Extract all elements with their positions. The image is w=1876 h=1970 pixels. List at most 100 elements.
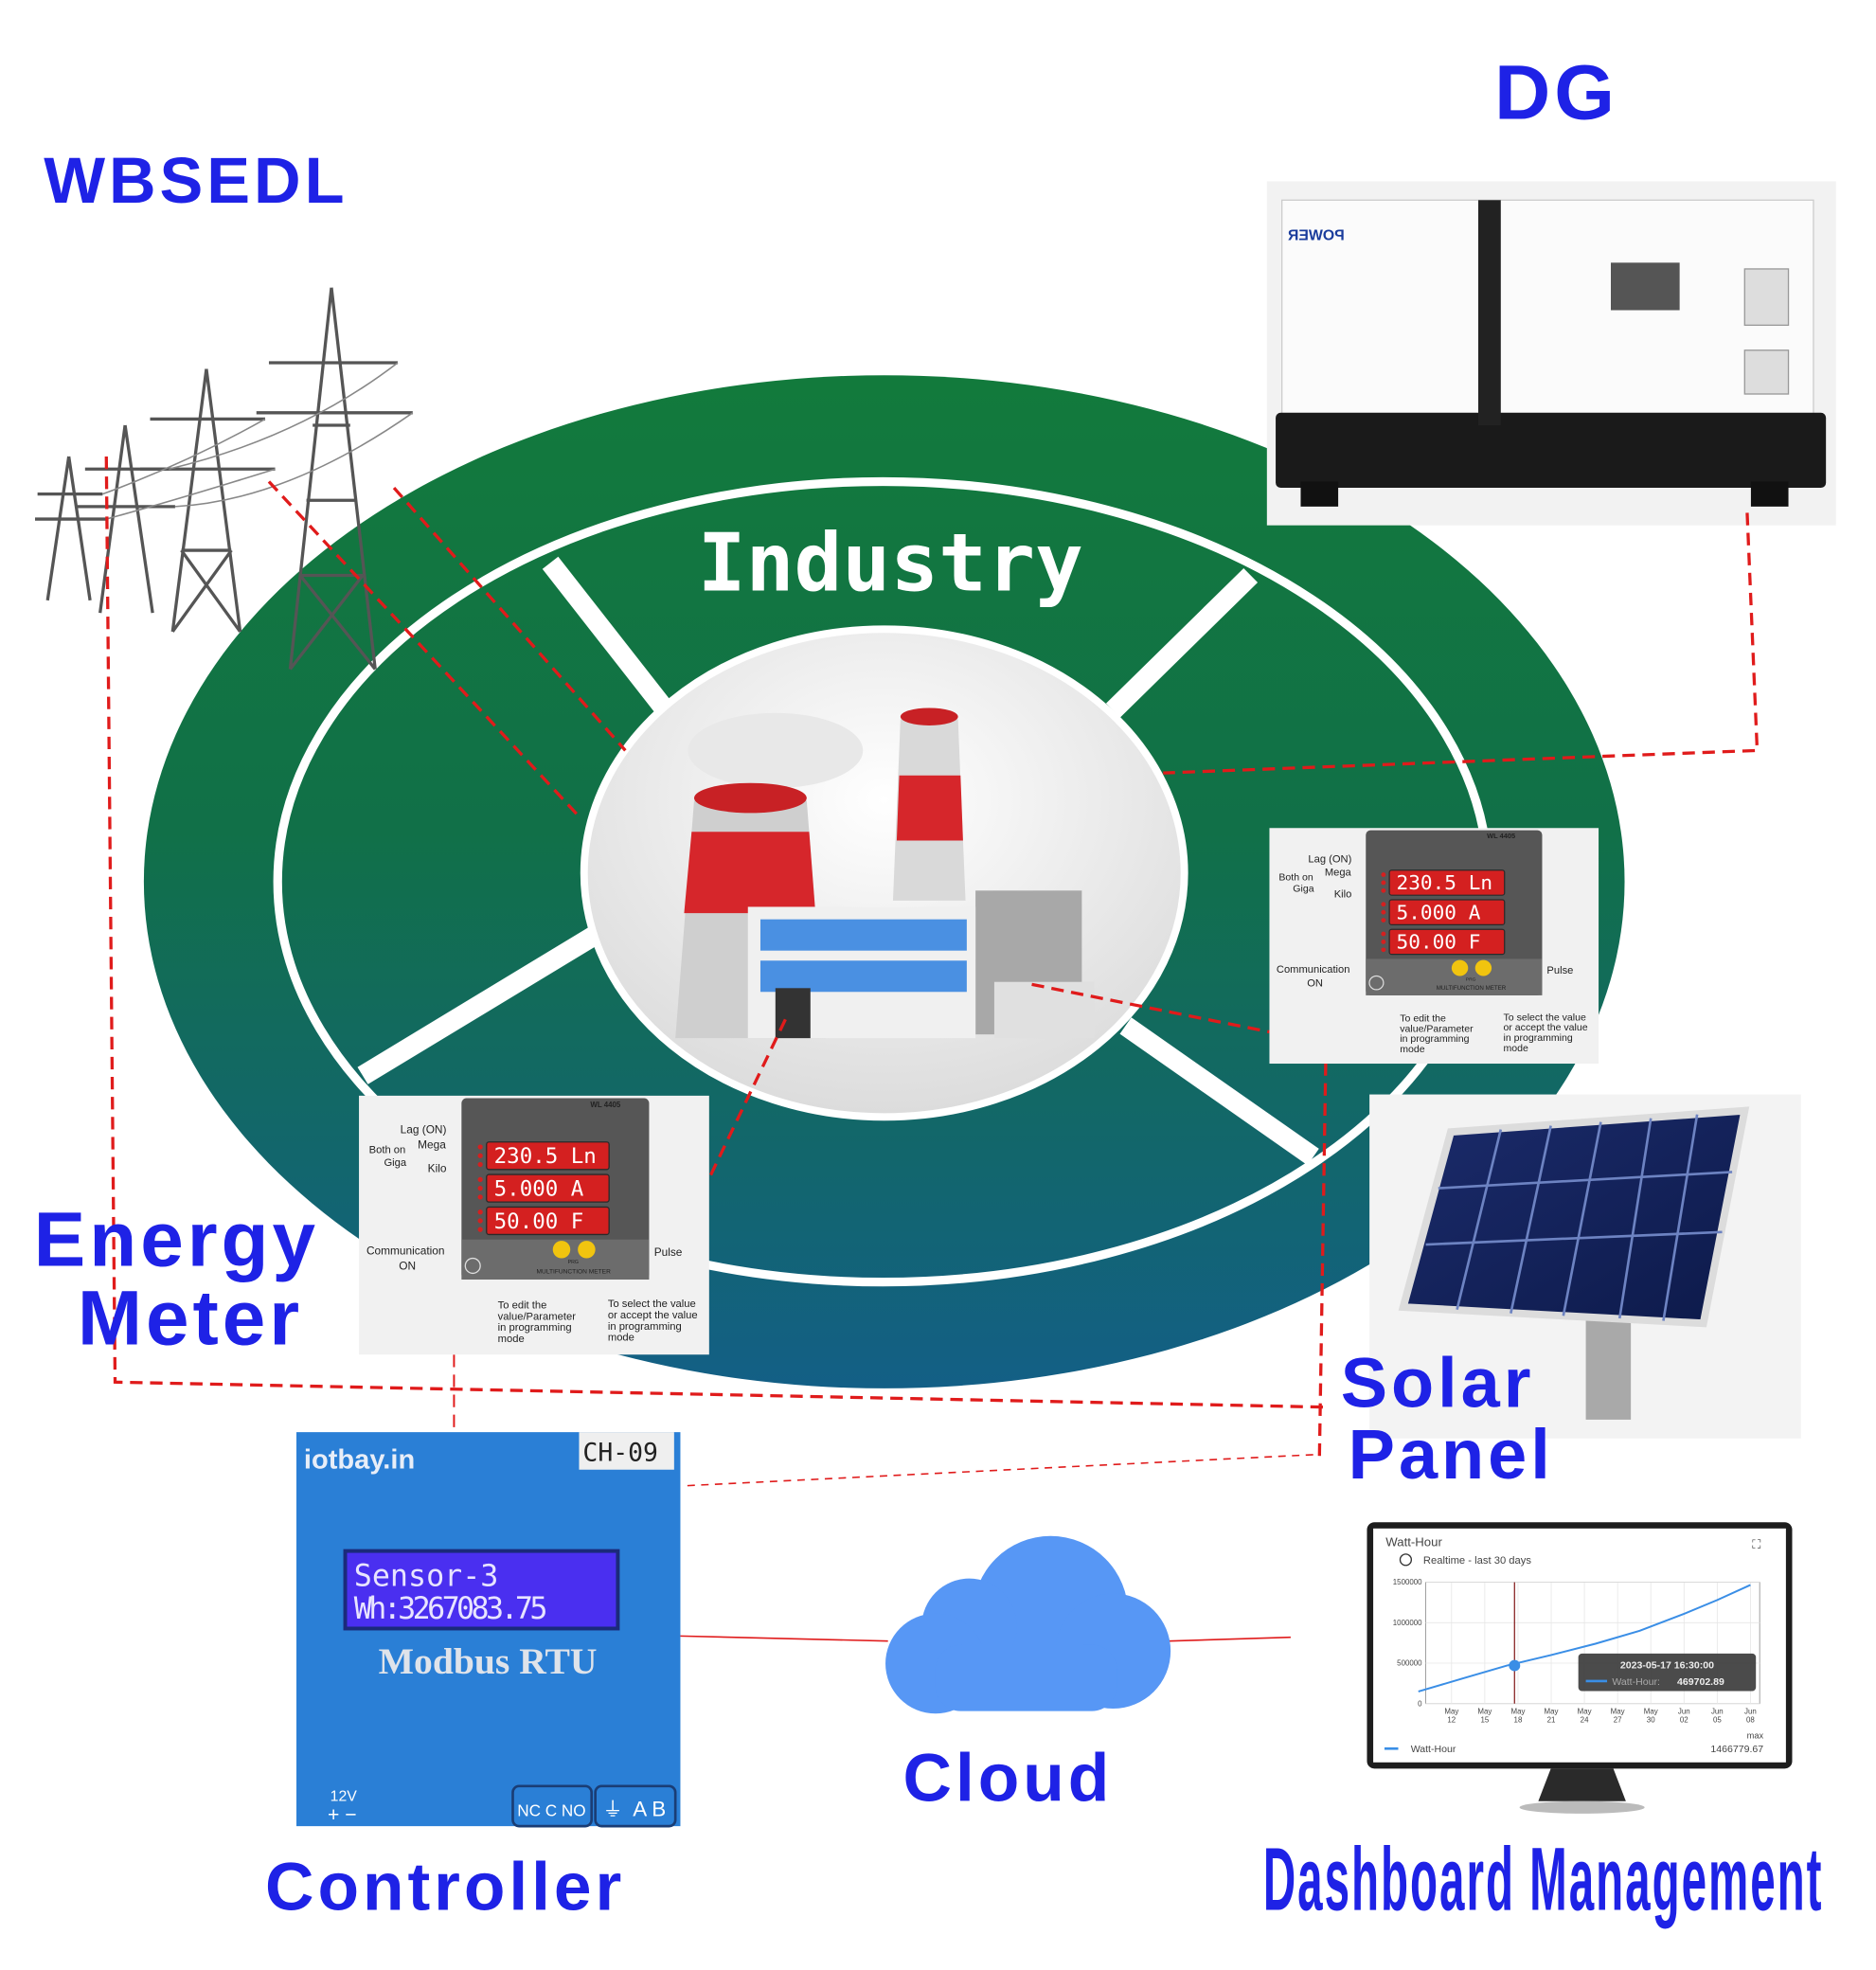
meter-led [1381, 940, 1386, 944]
transmission-towers-icon [35, 287, 414, 671]
meter-select-note: in programming [608, 1321, 682, 1333]
meter-model: WL 4405 [1487, 832, 1515, 840]
meter-led [477, 1144, 483, 1150]
meter-giga-label: Giga [384, 1157, 406, 1169]
controller-device: iotbay.in CH-09 Sensor-3 Wh:3267083.75 M… [296, 1432, 681, 1828]
solar-label-line2: Panel [1349, 1415, 1554, 1494]
meter-display-value: 50.00 F [494, 1209, 584, 1234]
link-grid-to-industry-2 [267, 480, 583, 821]
meter-mega-label: Mega [418, 1137, 446, 1151]
meter-lag-label: Lag (ON) [401, 1122, 447, 1136]
connection-lines [104, 457, 1760, 1487]
x-tick-month: Jun [1678, 1707, 1690, 1715]
max-label: max [1747, 1731, 1764, 1741]
meter-select-note: To select the value [608, 1298, 696, 1310]
relay-terminals: NC C NO [517, 1801, 585, 1820]
x-tick-day: 30 [1647, 1716, 1655, 1725]
x-tick-day: 05 [1713, 1716, 1722, 1725]
meter-display-value: 230.5 Ln [1397, 871, 1493, 894]
meter-display-value: 5.000 A [1397, 902, 1481, 924]
x-tick-day: 27 [1614, 1716, 1622, 1725]
solar-label-line1: Solar [1341, 1344, 1535, 1423]
x-tick-month: May [1444, 1707, 1458, 1715]
x-tick-month: May [1578, 1707, 1592, 1715]
meter-led [477, 1153, 483, 1158]
channel-tag: CH-09 [582, 1439, 657, 1468]
meter-led [477, 1209, 483, 1215]
fullscreen-icon[interactable]: ⛶ [1751, 1537, 1761, 1551]
meter-on-label: ON [399, 1259, 416, 1272]
meter-lag-label: Lag (ON) [1308, 853, 1351, 865]
x-tick-month: May [1477, 1707, 1492, 1715]
meter-kilo-label: Kilo [428, 1161, 447, 1174]
meter-pulse-label: Pulse [1546, 965, 1573, 976]
meter-led [1381, 931, 1386, 937]
meter-pulse-label: Pulse [654, 1245, 683, 1259]
meter-select-note: mode [608, 1333, 634, 1344]
x-tick-day: 24 [1581, 1716, 1589, 1725]
x-tick-day: 02 [1680, 1716, 1688, 1725]
meter-on-label: ON [1307, 977, 1323, 989]
widget-title: Watt-Hour [1385, 1534, 1442, 1549]
link-industry-to-left-meter [708, 1018, 787, 1177]
meter-logo-icon [1368, 975, 1385, 991]
meter-edit-note: mode [498, 1334, 525, 1345]
meter-select-note: To select the value [1504, 1012, 1587, 1023]
meter-led [1381, 909, 1386, 915]
y-tick-label: 1500000 [1393, 1578, 1422, 1586]
x-tick-month: Jun [1744, 1707, 1757, 1715]
dg-label: DG [1494, 49, 1618, 135]
tooltip-series: Watt-Hour: [1612, 1676, 1660, 1688]
widget-subtitle: Realtime - last 30 days [1423, 1555, 1531, 1567]
ground-symbol-icon: ⏚ [603, 1798, 623, 1821]
meter-led [477, 1185, 483, 1191]
x-tick-day: 08 [1746, 1716, 1755, 1725]
link-grid-to-industry [392, 486, 627, 752]
y-tick-label: 500000 [1397, 1659, 1422, 1668]
meter-display-value: 50.00 F [1397, 931, 1481, 954]
x-tick-day: 15 [1480, 1716, 1489, 1725]
industry-label: Industry [698, 516, 1083, 609]
meter-both-on-label: Both on [369, 1145, 406, 1156]
meter-edit-note: value/Parameter [498, 1311, 577, 1322]
x-tick-day: 12 [1447, 1716, 1456, 1725]
x-tick-month: May [1510, 1707, 1525, 1715]
meter-edit-note: value/Parameter [1400, 1025, 1474, 1035]
meter-edit-note: in programming [498, 1322, 572, 1334]
meter-led [1381, 947, 1386, 953]
meter-communication-label: Communication [366, 1245, 444, 1258]
watt-hour-line [1418, 1584, 1751, 1692]
meter-mega-label: Mega [1325, 868, 1352, 879]
energy-meter-label-line1: Energy [34, 1196, 319, 1282]
cloud-icon [885, 1535, 1171, 1714]
meter-display-1 [1388, 869, 1506, 896]
highlight-point [1509, 1659, 1521, 1672]
link-solar-to-controller [681, 1454, 1313, 1487]
solar-panel-icon [1369, 1094, 1801, 1439]
meter-led [1381, 918, 1386, 923]
link-solar [1317, 1063, 1328, 1458]
meter-logo-icon [464, 1257, 481, 1275]
chart-tooltip: 2023-05-17 16:30:00 Watt-Hour: 469702.89 [1578, 1653, 1757, 1692]
dg-generator-icon: POWER [1266, 181, 1836, 526]
power-label: 12V [331, 1789, 358, 1805]
lcd-screen [343, 1549, 620, 1631]
meter-display-3 [1388, 928, 1506, 956]
meter-edit-note: in programming [1400, 1034, 1469, 1045]
link-industry-to-right-meter [1031, 982, 1270, 1034]
meter-select-note: mode [1504, 1044, 1529, 1054]
meter-communication-label: Communication [1277, 964, 1350, 976]
lcd-line-2: Wh:3267083.75 [354, 1592, 548, 1626]
meter-edit-note: To edit the [498, 1299, 547, 1311]
meter-display-value: 230.5 Ln [494, 1144, 597, 1169]
tooltip-time: 2023-05-17 16:30:00 [1620, 1660, 1714, 1672]
meter-display-1 [486, 1141, 610, 1171]
wbsedl-label: WBSEDL [44, 144, 348, 217]
